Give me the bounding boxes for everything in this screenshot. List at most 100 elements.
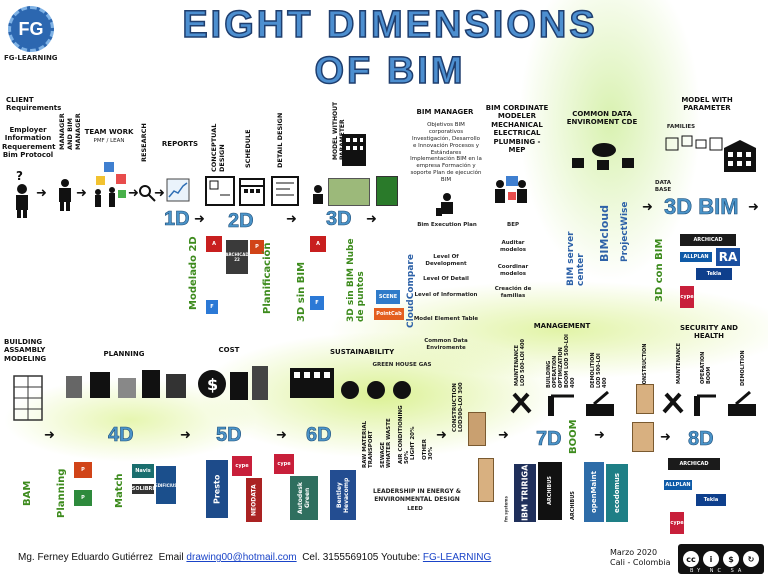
footer-bar (0, 546, 768, 576)
leed-label: LEED (407, 506, 423, 512)
lodetail-label: Level Of Detail (423, 276, 469, 282)
green-house-gas: GREEN HOUSE GAS (372, 362, 432, 368)
footer-date: Marzo 2020 Cali - Colombia (610, 548, 671, 569)
tekla-logo: Tekla (696, 268, 732, 280)
render-thumbnail-image (376, 176, 398, 206)
building-icon (342, 134, 366, 166)
arrow-icon: ➜ (498, 428, 509, 443)
construction-building-image (468, 412, 486, 446)
planning-label: PLANNING (103, 350, 145, 358)
archibus-dark-logo: ARCHIBUS (538, 462, 562, 520)
arrow-icon: ➜ (660, 430, 671, 445)
house-render-image (328, 178, 370, 206)
other-label: OTHER 30% (422, 438, 434, 460)
youtube-link[interactable]: FG-LEARNING (422, 552, 492, 563)
bep-item-3: Creación de familias (494, 286, 532, 299)
reports-label: REPORTS (161, 140, 199, 148)
logo-label: FG-LEARNING (4, 54, 58, 62)
security-tools-icons (662, 390, 756, 416)
email-link[interactable]: drawing00@hotmail.com (186, 552, 297, 563)
svg-text:?: ? (16, 170, 23, 183)
3d-con-bim-label: 3D con BIM (654, 238, 665, 302)
cype-6d-logo: cype (274, 454, 294, 474)
bep-title: BEP (507, 222, 519, 228)
bimcloud-logo: BIMcloud (598, 205, 611, 262)
title-line-1: EIGHT DIMENSIONS (182, 3, 598, 47)
maintenance-label: MAINTENANCE LOD 500-LOI 400 (514, 339, 526, 386)
f-logo: F (206, 300, 218, 314)
dimension-7d: 7D (536, 428, 562, 451)
modelado-2d-label: Modelado 2D (188, 236, 199, 310)
openmaint-logo: openMaint (584, 462, 604, 522)
arrow-icon: ➜ (44, 428, 55, 443)
cde-item-label: Common Data Enviromente (424, 338, 468, 351)
arrow-icon: ➜ (436, 428, 447, 443)
arrow-icon: ➜ (286, 212, 297, 227)
calendar-icon (239, 178, 265, 206)
dimension-3d: 3D (326, 208, 352, 231)
model-building-icon (724, 140, 756, 172)
dimension-4d: 4D (108, 424, 134, 447)
sustainable-building-icon (290, 368, 334, 398)
creative-commons-badge: cc i $ ↻ (678, 544, 764, 574)
research-label: RESEARCH (140, 123, 148, 162)
employer-requirements: Employer Information Requerement Bim Pro… (2, 126, 56, 160)
bim-execution-plan: Bim Execution Plan (417, 222, 477, 228)
fm-systems-logo: fm systems (500, 494, 512, 524)
scene-logo: SCENE (376, 290, 400, 304)
construction-model-image (478, 458, 494, 502)
autocad-logo: A (206, 236, 222, 252)
client-requirements: CLIENT Requirements (6, 96, 62, 113)
environment-icons (341, 381, 411, 399)
dimension-8d: 8D (688, 428, 714, 451)
model-with-parameter: MODEL WITH PARAMETER (681, 96, 733, 113)
neodata-logo: NEODATA (246, 478, 262, 522)
schedule-label: SCHEDULE (244, 129, 252, 168)
planning-green-label: Planning (56, 468, 67, 518)
tekla-8d-logo: Tekla (696, 494, 726, 506)
bimserver-logo: BIM server center (566, 231, 586, 286)
team-work: TEAM WORK (84, 128, 134, 136)
sec-operation-label: OPERATION BOOM (700, 351, 712, 384)
arrow-icon: ➜ (642, 200, 653, 215)
cc-icon: cc (683, 551, 699, 567)
projectwise-logo: ProjectWise (620, 201, 630, 262)
security-building-image (636, 384, 654, 414)
dimension-6d: 6D (306, 424, 332, 447)
manager-label: MANAGER AND BIM MANAGER (58, 113, 82, 150)
archibus-logo: ARCHIBUS (564, 490, 582, 522)
arrow-icon: ➜ (180, 428, 191, 443)
bep-item-2: Coordinar modelos (497, 264, 529, 277)
cype-8d-logo: cype (670, 512, 684, 534)
presto-logo: Presto (206, 460, 228, 518)
detail-design-label: DETAIL DESIGN (276, 112, 284, 168)
place-text: Cali - Colombia (610, 558, 671, 568)
air-conditioning-label: AIR CONDITIONING 50% (398, 405, 410, 464)
background-glow (0, 0, 768, 545)
fg-logo: FG (8, 6, 54, 52)
leadership-energy: LEADERSHIP IN ENERGY & ENVIRONMENTAL DES… (373, 488, 461, 503)
lod-label: Level Of Development (425, 254, 467, 267)
solibri-logo: SOLIBRI (131, 484, 155, 494)
loi-label: Level of Information (414, 292, 478, 298)
assembly-building-icon (13, 375, 43, 421)
dimension-3d-bim: 3D BIM (664, 194, 739, 220)
navisworks-logo: Navis (132, 464, 154, 478)
project-logo: P (250, 240, 264, 254)
author-name: Mg. Ferney Eduardo Gutiérrez (18, 552, 154, 563)
archicad-logo: ARCHICAD 22 (225, 240, 249, 274)
bam-label: BAM (22, 480, 33, 506)
allplan-logo: ALLPLAN (680, 252, 712, 262)
arrow-icon: ➜ (276, 428, 287, 443)
match-label: Match (114, 473, 125, 508)
ecodomus-logo: ecodomus (606, 464, 628, 522)
conceptual-design-label: CONCEPTUAL DESIGN (210, 123, 226, 172)
arrow-icon: ➜ (76, 186, 87, 201)
sustainability-label: SUSTAINABILITY (330, 348, 395, 356)
management-label: MANAGEMENT (533, 322, 591, 330)
bim-coordinate-title: BIM CORDINATE MODELER MECHANICAL ELECTRI… (485, 104, 549, 154)
blueprint-icon (271, 176, 299, 206)
light-label: LIGHT 20% (410, 426, 416, 461)
magnifier-icon (139, 185, 156, 202)
boom-label: BUILDING OPERATION OPTIMIZATION BOOM LOD… (546, 334, 576, 388)
